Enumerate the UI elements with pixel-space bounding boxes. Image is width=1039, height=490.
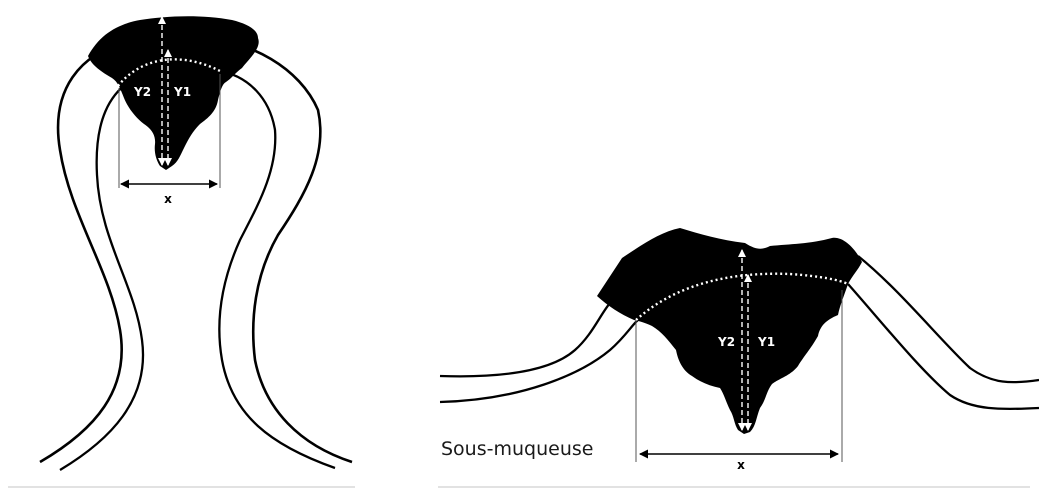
sessile-lesion-diagram: Y2 Y1 x Sous-muqueuse <box>438 228 1039 487</box>
pedunculated-lesion-diagram: Y2 Y1 x <box>8 16 355 487</box>
x-label: x <box>737 458 745 472</box>
y1-label: Y1 <box>757 335 775 349</box>
y2-label: Y2 <box>133 85 151 99</box>
y2-label: Y2 <box>717 335 735 349</box>
lesion-sessile <box>597 228 862 434</box>
y1-label: Y1 <box>173 85 191 99</box>
submucosa-caption: Sous-muqueuse <box>441 438 593 460</box>
x-label: x <box>164 192 172 206</box>
